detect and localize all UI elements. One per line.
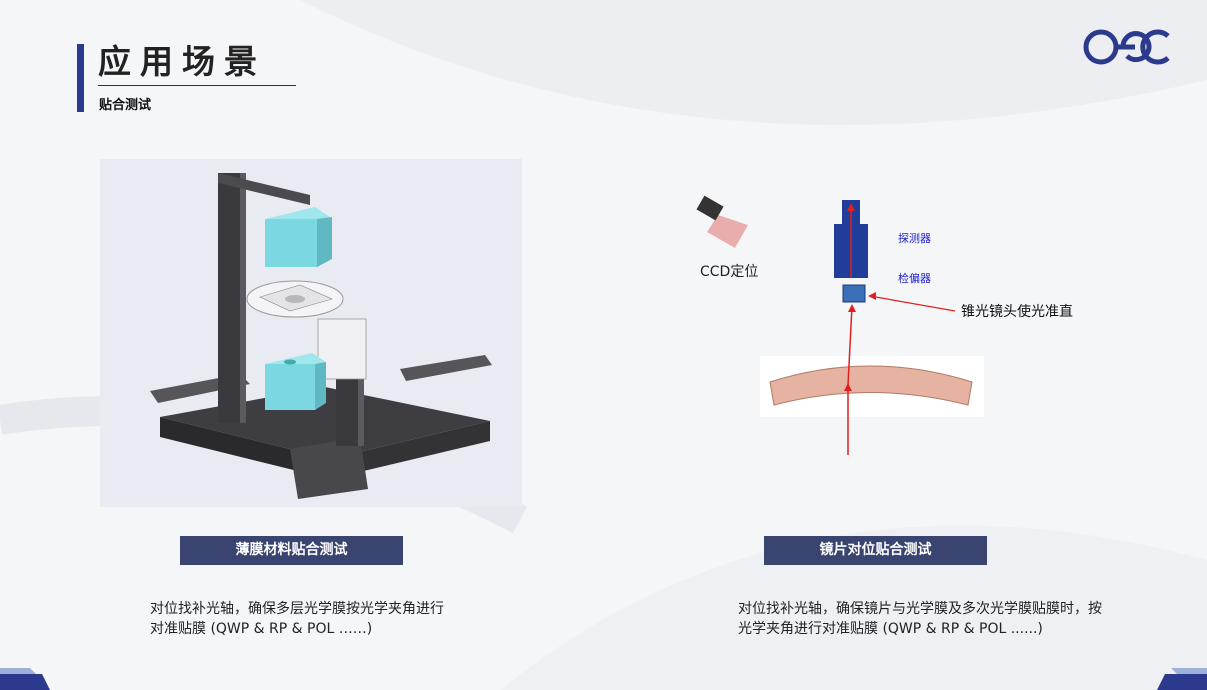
right-description-line1: 对位找补光轴，确保镜片与光学膜及多次光学膜贴膜时，按 bbox=[738, 601, 1102, 617]
right-description-line2: 光学夹角进行对准贴膜 (QWP & RP & POL ......) bbox=[738, 621, 1043, 637]
corner-decoration-right bbox=[1157, 668, 1207, 690]
oec-logo bbox=[1083, 29, 1170, 65]
polarizer-icon bbox=[842, 284, 866, 303]
curved-lens-shape bbox=[769, 365, 973, 406]
page-subtitle: 贴合测试 bbox=[99, 98, 152, 113]
callout-line bbox=[869, 295, 956, 312]
lens-alignment-caption: 镜片对位贴合测试 bbox=[764, 536, 987, 565]
ccd-camera-icon bbox=[696, 195, 748, 248]
detector-label: 探测器 bbox=[898, 232, 931, 245]
page-title: 应用场景 bbox=[98, 42, 266, 81]
corner-decoration-left bbox=[0, 668, 50, 690]
left-description-line2: 对准贴膜 (QWP & RP & POL ……) bbox=[150, 621, 373, 637]
right-description: 对位找补光轴，确保镜片与光学膜及多次光学膜贴膜时，按 光学夹角进行对准贴膜 (Q… bbox=[738, 599, 1102, 639]
title-underline bbox=[98, 85, 296, 86]
collimator-label: 锥光镜头使光准直 bbox=[961, 304, 1073, 320]
left-description-line1: 对位找补光轴，确保多层光学膜按光学夹角进行 bbox=[150, 601, 444, 617]
film-lamination-machine-image bbox=[100, 159, 522, 507]
lens-alignment-diagram bbox=[696, 195, 984, 455]
film-lamination-caption: 薄膜材料贴合测试 bbox=[180, 536, 403, 565]
left-description: 对位找补光轴，确保多层光学膜按光学夹角进行 对准贴膜 (QWP & RP & P… bbox=[150, 599, 444, 639]
ccd-label: CCD定位 bbox=[700, 264, 759, 280]
title-accent-bar bbox=[77, 44, 84, 112]
polarizer-label: 检偏器 bbox=[898, 272, 931, 285]
